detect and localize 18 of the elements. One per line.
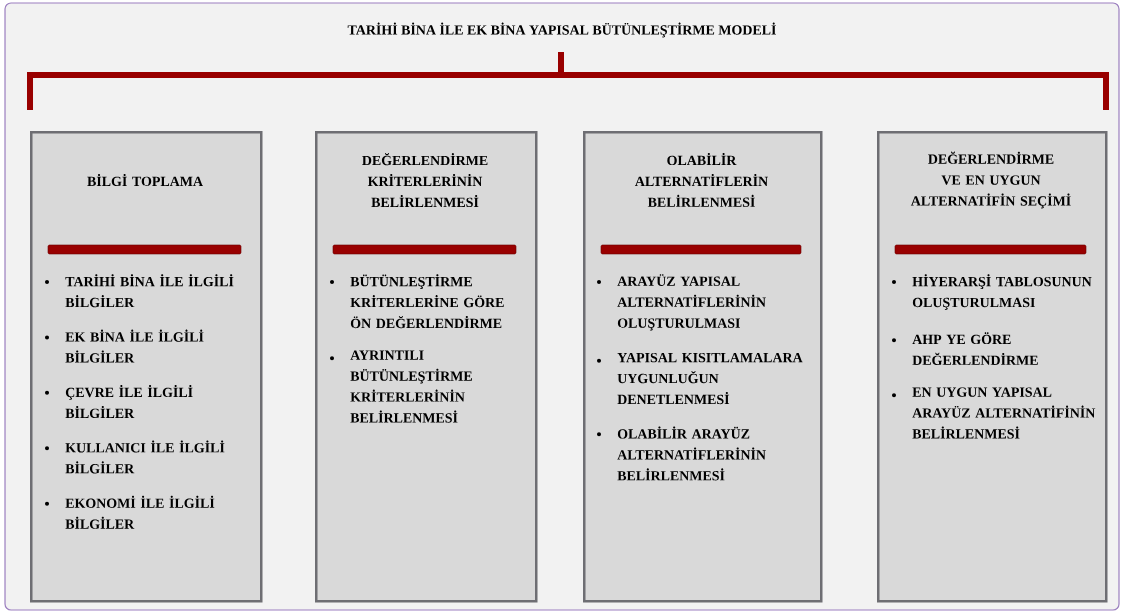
list-item: ÇEVRE İLE İLGİLİ BİLGİLER	[45, 385, 193, 419]
title: TARİHİ BİNA İLE EK BİNA YAPISAL BÜTÜNLEŞTİRME MODELİ	[347, 22, 776, 38]
column-heading: OLABİLİR ALTERNATİFLERİN BELİRLENMESİ	[635, 153, 768, 207]
list-item: TARİHİ BİNA İLE İLGİLİ BİLGİLER	[45, 274, 234, 308]
column-heading: DEĞERLENDİRME VE EN UYGUN ALTERNATİFİN SEÇİMİ	[910, 151, 1071, 209]
list-item: BÜTÜNLEŞTİRME KRİTERLERİNE GÖRE ÖN DEĞERLENDİRME	[330, 274, 504, 329]
list-item: HİYERARŞİ TABLOSUNUN OLUŞTURULMASI	[892, 274, 1092, 310]
list-item: ARAYÜZ YAPISAL ALTERNATİFLERİNİN OLUŞTURULMASI	[597, 274, 766, 331]
list-item: EN UYGUN YAPISAL ARAYÜZ ALTERNATİFİNİN BELİRLENMESİ	[892, 387, 1096, 439]
column-heading: DEĞERLENDİRME KRİTERLERİNİN BELİRLENMESİ	[362, 152, 488, 208]
list-item: OLABİLİR ARAYÜZ ALTERNATİFLERİNİN BELİRLENMESİ	[597, 426, 766, 481]
list-item: AHP YE GÖRE DEĞERLENDİRME	[892, 332, 1038, 365]
list-item: AYRINTILI BÜTÜNLEŞTİRME KRİTERLERİNİN BELİRLENMESİ	[330, 350, 472, 423]
list-item: EK BİNA İLE İLGİLİ BİLGİLER	[45, 329, 204, 363]
column-heading: BİLGİ TOPLAMA	[87, 173, 203, 187]
list-item: EKONOMİ İLE İLGİLİ BİLGİLER	[45, 495, 215, 529]
list-item: KULLANICI İLE İLGİLİ BİLGİLER	[45, 440, 225, 474]
list-item: YAPISAL KISITLAMALARA UYGUNLUĞUN DENETLENMESİ	[597, 352, 803, 405]
